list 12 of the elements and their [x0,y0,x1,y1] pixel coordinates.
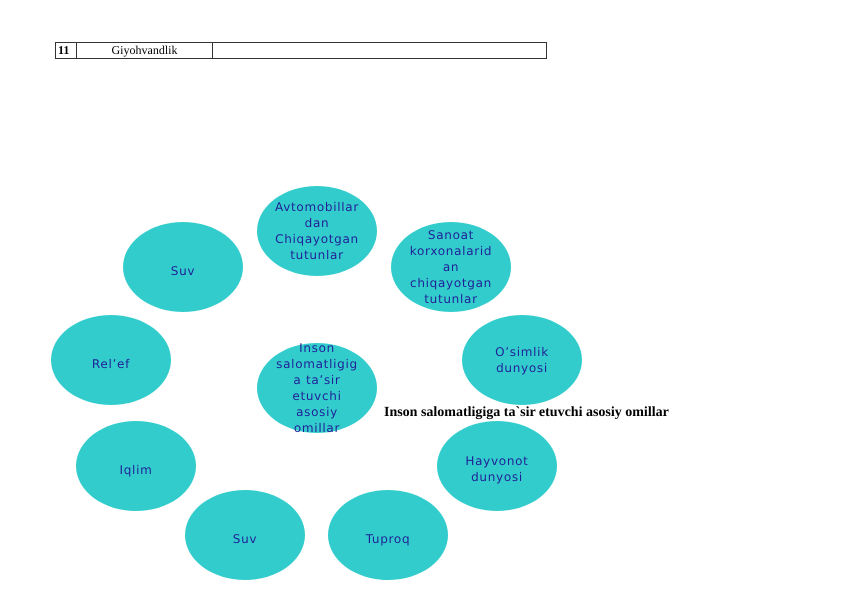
oval-node: Rel’ef [51,315,171,405]
oval-node: Tuproq [328,490,448,580]
oval-node: Suv [123,222,243,312]
oval-node: O’simlik dunyosi [462,315,582,405]
diagram-caption: Inson salomatligiga ta`sir etuvchi asosiy omillar [384,405,669,421]
oval-node: Avtomobillardan Chiqayotgan tutunlar [257,186,377,276]
oval-node: Iqlim [76,421,196,511]
table-cell: Giyohvandlik [76,42,212,58]
oval-node: Suv [185,490,305,580]
table-cell: 11 [56,42,76,58]
oval-node: Sanoat korxonalaridan chiqayotgan tutunlar [391,222,511,312]
oval-node: Hayvonot dunyosi [437,421,557,511]
